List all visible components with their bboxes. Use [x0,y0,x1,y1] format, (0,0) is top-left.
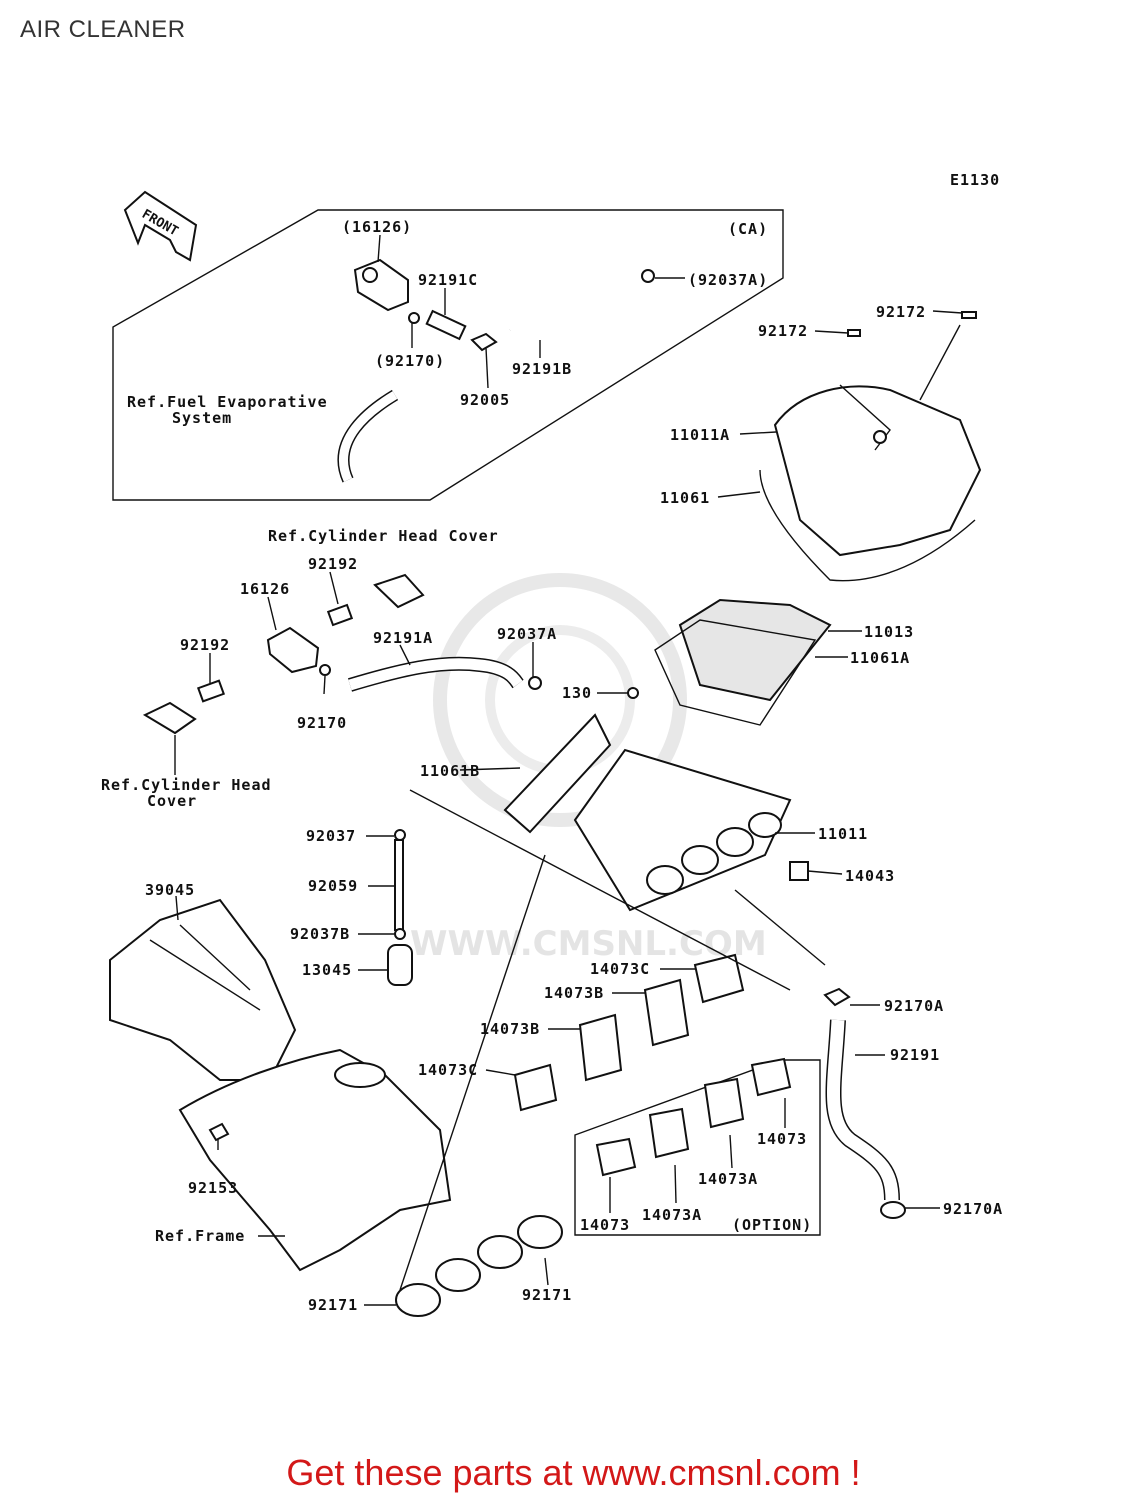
label-92192-b: 92192 [180,636,230,654]
ref-cylinder-bottom-line2: Cover [147,792,197,810]
label-92191c: 92191C [418,271,478,289]
label-92037a-ca: (92037A) [688,271,768,289]
ca-parts [337,258,655,483]
clamps [395,1215,563,1317]
drain-parts [387,829,413,986]
label-39045: 39045 [145,881,195,899]
label-11011a: 11011A [670,426,730,444]
label-92170-ca: (92170) [375,352,445,370]
label-92171-a: 92171 [308,1296,358,1314]
ref-cylinder-top: Ref.Cylinder Head Cover [268,527,499,545]
label-14073-b: 14073 [580,1216,630,1234]
label-92170a-b: 92170A [943,1200,1003,1218]
label-14073b-b: 14073B [480,1020,540,1038]
label-14073b-a: 14073B [544,984,604,1002]
label-130: 130 [562,684,592,702]
upper-case [759,311,982,582]
ref-cylinder-bottom-line1: Ref.Cylinder Head [101,776,272,794]
label-92191b: 92191B [512,360,572,378]
label-14073c-b: 14073C [418,1061,478,1079]
label-16126-ca: (16126) [342,218,412,236]
label-16126: 16126 [240,580,290,598]
label-92170: 92170 [297,714,347,732]
label-92172-b: 92172 [876,303,926,321]
label-11061b: 11061B [420,762,480,780]
label-11061: 11061 [660,489,710,507]
label-92192-a: 92192 [308,555,358,573]
label-92171-b: 92171 [522,1286,572,1304]
ca-region-label: (CA) [728,220,768,238]
lower-case [503,713,792,912]
label-14073c-a: 14073C [590,960,650,978]
label-92170a-a: 92170A [884,997,944,1015]
label-14043: 14043 [845,867,895,885]
label-92153: 92153 [188,1179,238,1197]
cylinder-cover-parts [142,573,542,735]
funnels [513,953,745,1112]
label-92037b: 92037B [290,925,350,943]
label-11061a: 11061A [850,649,910,667]
ca-leader-lines [377,234,685,389]
option-label: (OPTION) [732,1216,812,1234]
label-92172-a: 92172 [758,322,808,340]
label-13045: 13045 [302,961,352,979]
label-11013: 11013 [864,623,914,641]
label-92037: 92037 [306,827,356,845]
page-title: AIR CLEANER [20,16,186,43]
label-11011: 11011 [818,825,868,843]
option-region-box [574,1059,821,1236]
label-92059: 92059 [308,877,358,895]
frame-bracket [109,898,452,1272]
label-92037a: 92037A [497,625,557,643]
footer-link[interactable]: Get these parts at www.cmsnl.com ! [286,1452,861,1493]
diagram-code: E1130 [950,171,1000,189]
label-92005: 92005 [460,391,510,409]
label-14073a-b: 14073A [642,1206,702,1224]
watermark-text: WWW.CMSNL.COM [410,924,767,964]
ca-region-box [112,209,784,501]
ref-fuel-line2: System [172,409,232,427]
front-arrow-icon: FRONT [123,190,198,262]
label-92191: 92191 [890,1046,940,1064]
ref-frame-label: Ref.Frame [155,1227,245,1245]
label-14073-a: 14073 [757,1130,807,1148]
label-14073a-a: 14073A [698,1170,758,1188]
right-hose [823,987,906,1219]
label-92191a: 92191A [373,629,433,647]
filter-element [654,598,832,726]
ref-fuel-line1: Ref.Fuel Evaporative [127,393,328,411]
option-funnels [595,1057,792,1177]
